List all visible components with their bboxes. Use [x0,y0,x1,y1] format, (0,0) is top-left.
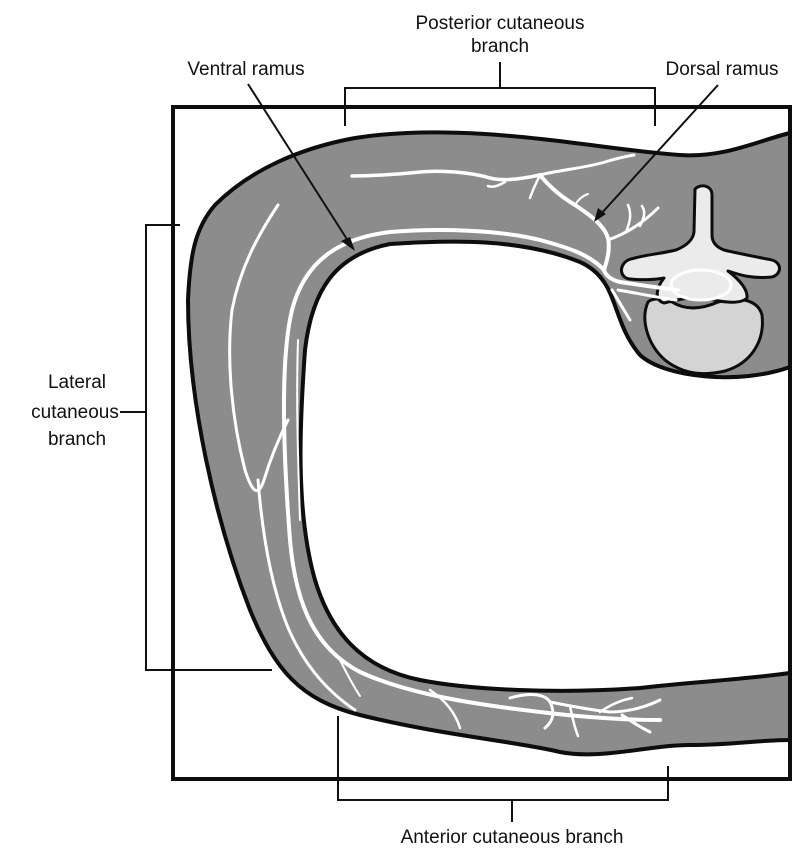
nerve-branches [228,153,680,738]
anterior-bracket [337,716,669,801]
diagram-frame [171,105,792,781]
posterior-cutaneous-nerve [350,169,542,182]
vertebral-canal [669,268,733,302]
ventral-ramus-arrowhead [341,237,355,251]
leaders [120,62,719,822]
ramus-stub [610,288,632,322]
lateral-cutaneous-branch-3 [296,339,301,521]
ventral-ramus-nerve [281,228,662,722]
ventral-ramus-label: Ventral ramus [187,59,304,80]
anterior-cutaneous-branch-2 [548,698,662,714]
dorsal-branch-c [638,204,646,228]
posterior-cutaneous-label-line2: branch [471,36,529,57]
anterior-cutaneous-label: Anterior cutaneous branch [401,827,624,848]
posterior-cutaneous-branch-3 [528,173,542,200]
body-wall-section [186,130,792,757]
vertebral-arch [620,184,781,305]
dorsal-branch-a [606,206,660,242]
spinal-nerve-root [602,268,680,292]
dorsal-ramus-arrowhead [594,208,606,222]
posterior-cutaneous-label-line1: Posterior cutaneous [416,13,585,34]
anterior-cutaneous-branch-5 [428,688,462,730]
posterior-cutaneous-branch-2 [538,153,636,177]
lateral-cutaneous-branch-2 [256,478,357,712]
posterior-cutaneous-branch-4 [486,180,507,189]
anterior-cutaneous-branch-6 [598,696,634,714]
lateral-bracket [145,224,272,671]
lateral-cutaneous-nerve [228,203,290,493]
lateral-cutaneous-label-line2: cutaneous [31,402,119,423]
lateral-cutaneous-branch-4 [339,659,361,697]
anterior-cutaneous-branch-4 [568,704,580,738]
anterior-cutaneous-branch-3 [620,713,652,734]
ventral-ramus-pointer [247,83,351,245]
dorsal-branch-d [574,193,589,206]
lateral-cutaneous-label-line3: branch [48,429,106,450]
dorsal-ramus-pointer [599,84,719,216]
dorsal-branch-b [624,203,632,234]
lateral-cutaneous-label-line1: Lateral [48,372,106,393]
dorsal-ramus-label: Dorsal ramus [666,59,779,80]
spinal-nerve-root-2 [616,288,678,302]
